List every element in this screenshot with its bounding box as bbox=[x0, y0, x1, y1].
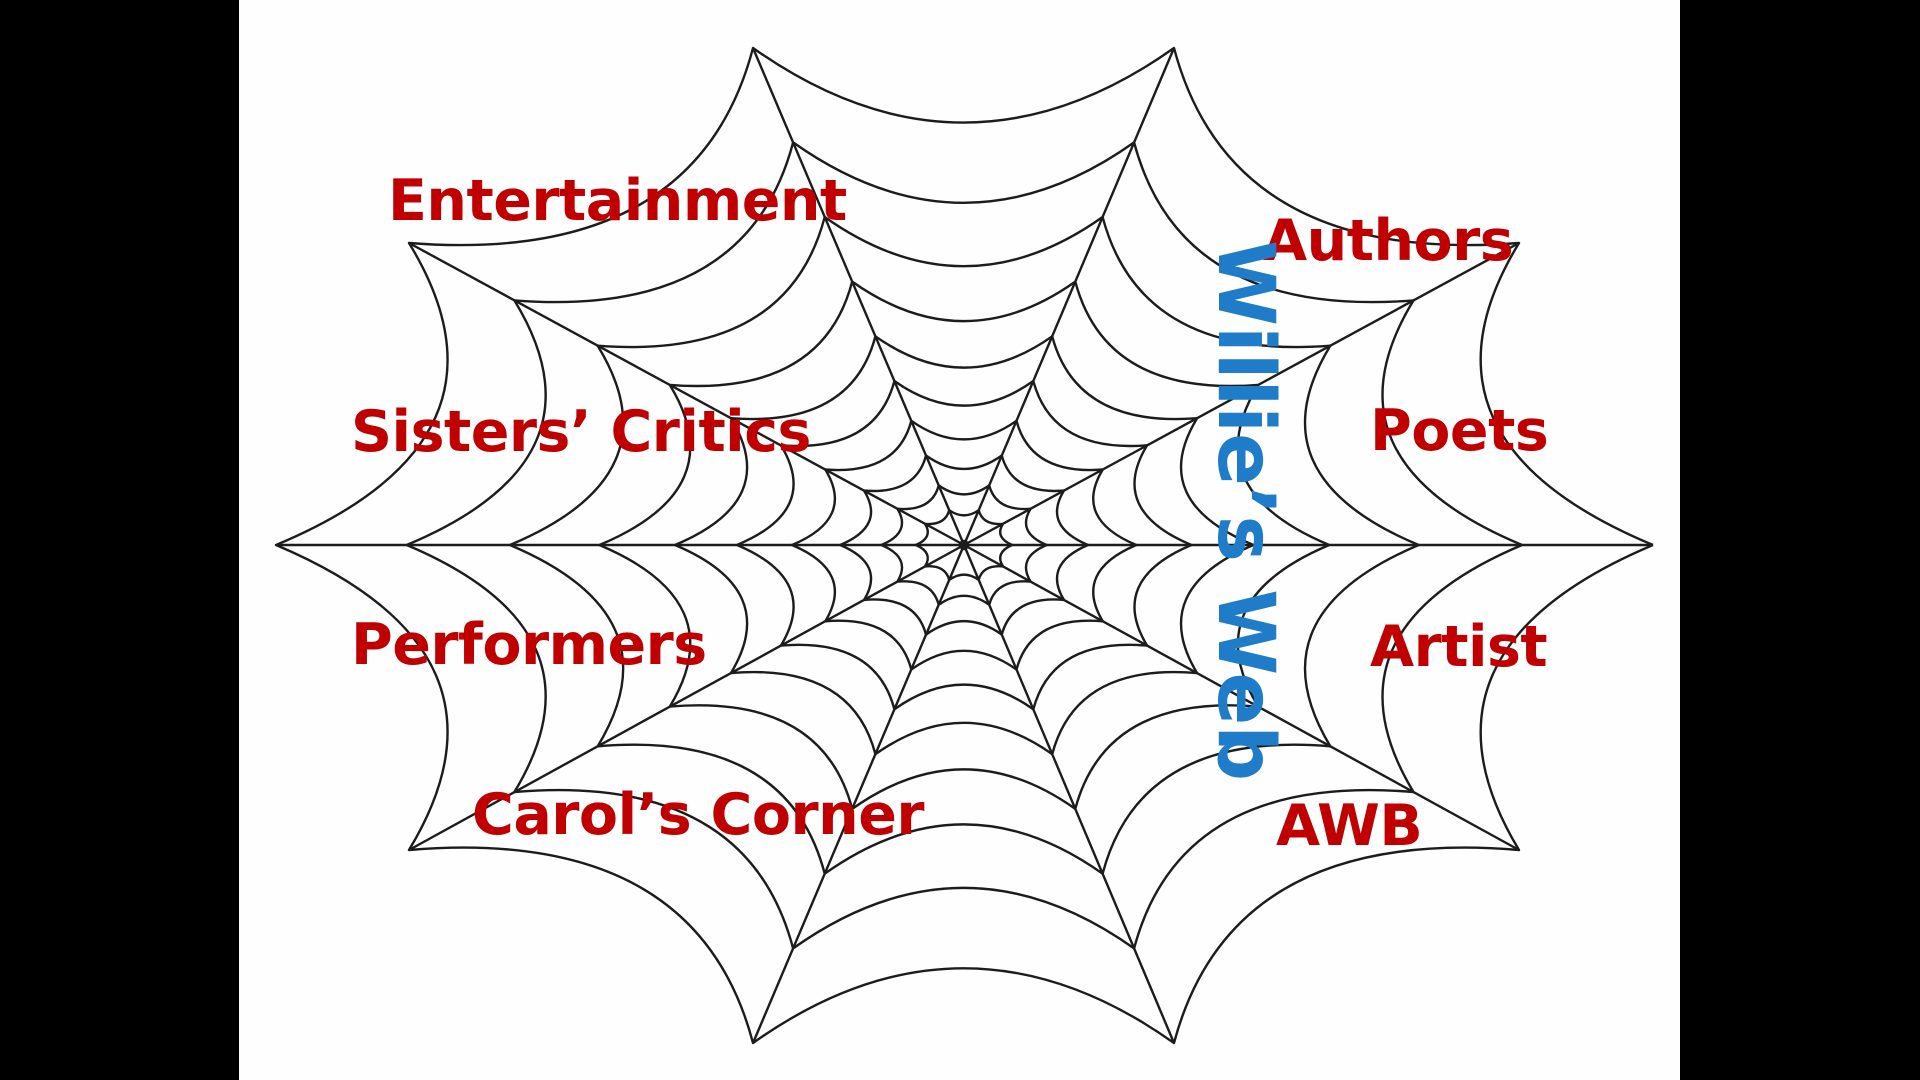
letterbox-left bbox=[0, 0, 239, 1080]
web-ring bbox=[790, 419, 1137, 671]
web-ring bbox=[508, 215, 1420, 875]
web-spoke bbox=[408, 241, 965, 547]
slide: Entertainment Sisters’ Critics Performer… bbox=[239, 0, 1680, 1080]
web-ring bbox=[274, 46, 1654, 1045]
letterbox-right bbox=[1680, 0, 1920, 1080]
web-spoke bbox=[963, 241, 1520, 547]
label-performers[interactable]: Performers bbox=[351, 612, 707, 678]
web-spoke bbox=[751, 47, 966, 546]
web-ring bbox=[405, 141, 1523, 950]
label-authors[interactable]: Authors bbox=[1263, 208, 1514, 274]
label-sisters-critics[interactable]: Sisters’ Critics bbox=[351, 399, 811, 465]
web-ring bbox=[914, 509, 1013, 582]
web-ring bbox=[735, 379, 1192, 711]
web-ring bbox=[673, 335, 1254, 756]
label-artist[interactable]: Artist bbox=[1370, 614, 1548, 680]
web-spoke bbox=[962, 544, 1176, 1044]
web-ring bbox=[839, 454, 1089, 636]
web-spoke bbox=[962, 47, 1176, 546]
label-poets[interactable]: Poets bbox=[1370, 398, 1549, 464]
web-spoke bbox=[963, 543, 1520, 852]
title-willies-web: Willie’s Web bbox=[1200, 240, 1290, 782]
label-carols-corner[interactable]: Carol’s Corner bbox=[472, 782, 924, 848]
web-spoke bbox=[751, 544, 966, 1044]
web-spoke bbox=[408, 543, 965, 852]
label-entertainment[interactable]: Entertainment bbox=[388, 168, 847, 234]
web-ring bbox=[880, 484, 1048, 606]
web-ring bbox=[598, 280, 1330, 811]
label-awb[interactable]: AWB bbox=[1276, 793, 1423, 859]
web-center bbox=[958, 539, 970, 551]
spider-web-graphic bbox=[274, 46, 1654, 1045]
